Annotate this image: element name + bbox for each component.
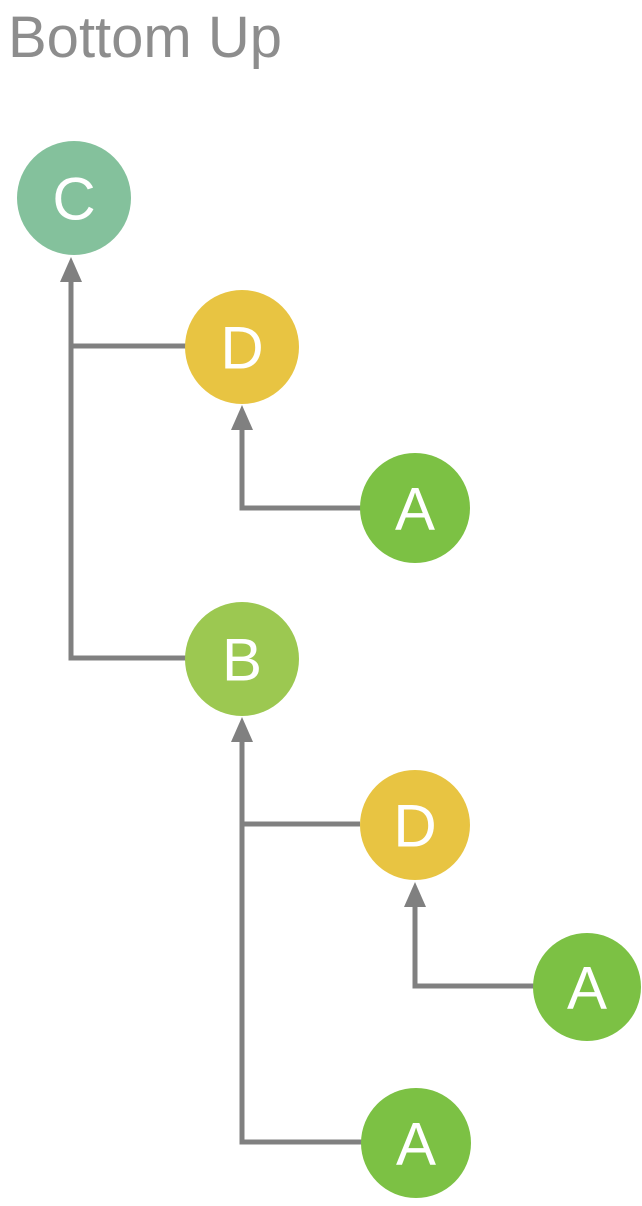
- node-d2-circle: [360, 770, 470, 880]
- node-a2: A: [533, 933, 641, 1041]
- node-d1-circle: [185, 290, 299, 404]
- edge-a3-to-b: [239, 741, 362, 1145]
- page-title: Bottom Up: [8, 5, 282, 70]
- node-c-circle: [17, 141, 131, 255]
- node-d2-label: D: [393, 793, 436, 860]
- arrowhead-icon: [231, 405, 253, 430]
- node-b-label: B: [222, 627, 262, 694]
- node-a3-label: A: [396, 1111, 436, 1178]
- node-a2-circle: [533, 933, 641, 1041]
- node-a2-label: A: [567, 955, 607, 1022]
- node-b-circle: [185, 602, 299, 716]
- node-d1-label: D: [220, 315, 263, 382]
- node-b: B: [185, 602, 299, 716]
- node-a1: A: [360, 453, 470, 563]
- node-d1: D: [185, 290, 299, 404]
- arrowhead-icon: [231, 717, 253, 742]
- node-a1-circle: [360, 453, 470, 563]
- node-a3: A: [361, 1088, 471, 1198]
- node-d2: D: [360, 770, 470, 880]
- edge-a1-to-d1: [239, 429, 361, 511]
- arrowhead-icon: [404, 882, 426, 907]
- arrowhead-icon: [60, 257, 82, 282]
- node-a1-label: A: [395, 476, 435, 543]
- node-c-label: C: [52, 166, 95, 233]
- node-c: C: [17, 141, 131, 255]
- edge-a2-to-d2: [412, 906, 534, 989]
- node-a3-circle: [361, 1088, 471, 1198]
- edge-b-to-c: [68, 281, 186, 661]
